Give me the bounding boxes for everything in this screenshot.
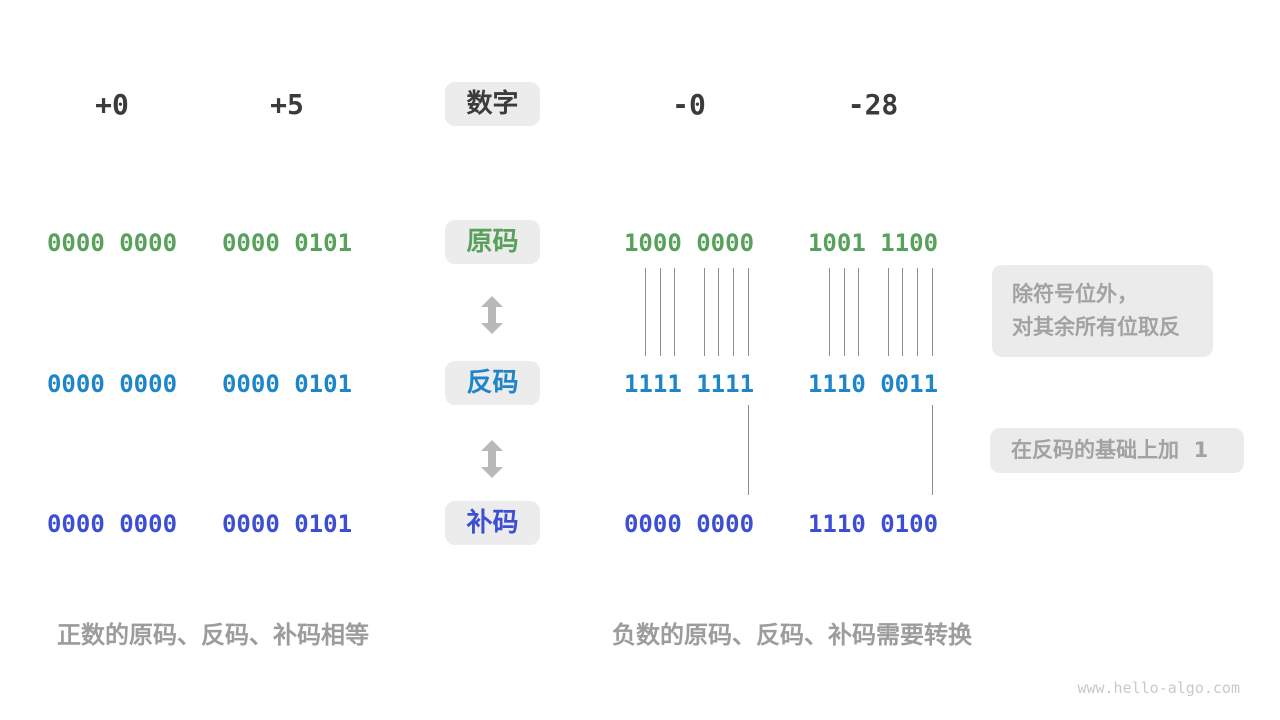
updown-arrow-icon <box>481 440 503 478</box>
bit-tick-line <box>888 268 889 356</box>
bit-tick-line <box>674 268 675 356</box>
twos-complement-pill-label: 补码 <box>445 501 540 545</box>
bit-tick-line <box>858 268 859 356</box>
ones-complement-value: 1110 0011 <box>807 370 939 398</box>
bit-tick-line <box>829 268 830 356</box>
sign-magnitude-pill-label: 原码 <box>445 220 540 264</box>
header-number-minus0: -0 <box>672 88 706 121</box>
sign-magnitude-value: 0000 0101 <box>221 229 353 257</box>
ones-complement-value: 1111 1111 <box>623 370 755 398</box>
header-number-plus0: +0 <box>95 88 129 121</box>
updown-arrow-icon <box>481 296 503 334</box>
invert-bits-note-line2: 对其余所有位取反 <box>1012 315 1180 339</box>
bit-tick-line <box>748 405 749 495</box>
twos-complement-value: 0000 0101 <box>221 510 353 538</box>
add-one-note: 在反码的基础上加 1 <box>990 428 1244 473</box>
invert-bits-note-line1: 除符号位外， <box>1012 282 1138 306</box>
invert-bits-note: 除符号位外， 对其余所有位取反 <box>992 265 1213 357</box>
bit-tick-line <box>660 268 661 356</box>
number-pill-label: 数字 <box>445 82 540 126</box>
bit-tick-line <box>932 268 933 356</box>
positive-numbers-caption: 正数的原码、反码、补码相等 <box>57 621 369 649</box>
bit-tick-line <box>932 405 933 495</box>
twos-complement-value: 0000 0000 <box>623 510 755 538</box>
header-number-plus5: +5 <box>270 88 304 121</box>
bit-tick-line <box>748 268 749 356</box>
bit-tick-line <box>917 268 918 356</box>
ones-complement-value: 0000 0101 <box>221 370 353 398</box>
sign-magnitude-value: 1001 1100 <box>807 229 939 257</box>
bit-tick-line <box>844 268 845 356</box>
ones-complement-pill-label: 反码 <box>445 361 540 405</box>
watermark-url: www.hello-algo.com <box>1077 679 1240 697</box>
sign-magnitude-value: 1000 0000 <box>623 229 755 257</box>
twos-complement-value: 0000 0000 <box>46 510 178 538</box>
negative-numbers-caption: 负数的原码、反码、补码需要转换 <box>612 621 972 649</box>
bit-tick-line <box>718 268 719 356</box>
bit-tick-line <box>704 268 705 356</box>
header-number-minus28: -28 <box>847 88 899 121</box>
bit-tick-line <box>902 268 903 356</box>
twos-complement-value: 1110 0100 <box>807 510 939 538</box>
sign-magnitude-value: 0000 0000 <box>46 229 178 257</box>
ones-complement-value: 0000 0000 <box>46 370 178 398</box>
bit-tick-line <box>645 268 646 356</box>
bit-tick-line <box>733 268 734 356</box>
